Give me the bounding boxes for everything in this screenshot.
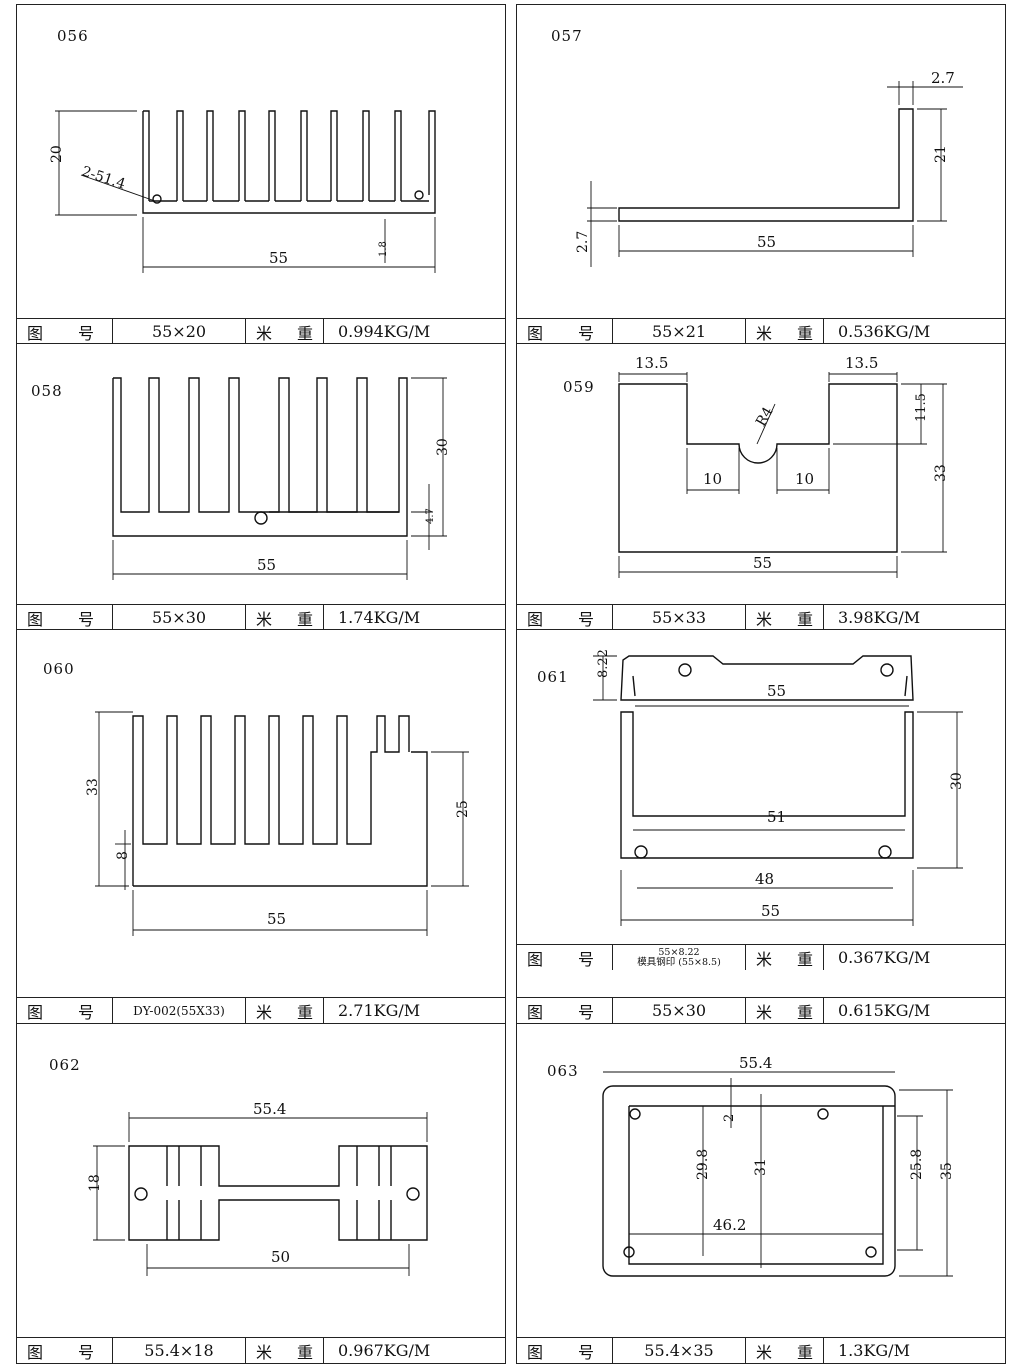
svg-text:4.7: 4.7: [425, 508, 436, 524]
svg-text:55: 55: [757, 233, 776, 251]
svg-text:8: 8: [115, 851, 131, 860]
svg-text:55: 55: [761, 902, 780, 920]
svg-text:10: 10: [795, 470, 814, 488]
model-size: 55×30: [613, 998, 746, 1023]
title-block: 图号 55×20 米重 0.994KG/M: [17, 318, 505, 344]
svg-text:18: 18: [87, 1174, 103, 1192]
svg-text:2: 2: [722, 1114, 737, 1122]
weight-value: 0.615KG/M: [838, 1001, 931, 1020]
panel-id: 057: [551, 27, 583, 45]
panel-id: 061: [537, 668, 569, 686]
svg-text:25: 25: [455, 800, 471, 818]
title-block: 图号 DY-002(55X33) 米重 2.71KG/M: [17, 997, 505, 1023]
panel-id: 058: [31, 382, 63, 400]
model-size: 55×20: [113, 319, 246, 344]
panel-id: 062: [49, 1056, 81, 1074]
profile-drawing-061: 8.22 55 51 30 48 55: [593, 649, 965, 926]
svg-text:50: 50: [271, 1248, 290, 1266]
svg-text:25.8: 25.8: [909, 1149, 925, 1180]
title-block: 图号 55×30 米重 0.615KG/M: [517, 997, 1005, 1023]
panel-id: 056: [57, 27, 89, 45]
weight-value: 1.3KG/M: [838, 1341, 910, 1360]
svg-text:21: 21: [933, 145, 949, 163]
svg-text:48: 48: [755, 870, 774, 888]
profile-drawing-062: 55.4 18 50: [87, 1100, 428, 1276]
svg-text:51: 51: [767, 808, 786, 826]
panel-063: 063 55.4 2 29.8 31 25.8 35 46.2 图号 55.4×…: [516, 1023, 1006, 1364]
profile-drawing-059: 13.5 13.5 10 10 11.5 33 55 R4: [618, 354, 949, 578]
model-size: 55×33: [613, 605, 746, 630]
panel-060: 060 33 8 25 55 图号 DY-002(55X33) 米重 2.71K…: [16, 629, 506, 1024]
svg-text:46.2: 46.2: [713, 1216, 746, 1234]
weight-value: 1.74KG/M: [338, 608, 421, 627]
weight-value: 0.994KG/M: [338, 322, 431, 341]
profile-drawing-058: 55 30 4.7: [112, 377, 451, 580]
weight-value: 3.98KG/M: [838, 608, 921, 627]
svg-text:30: 30: [949, 772, 965, 790]
panel-059: 059 13.5 13.5 10 10 11.5 33 55 R4 图号 55×…: [516, 343, 1006, 630]
panel-057: 057 2.7 55 21 2.7 图号 55×21 米重 0.536KG/M: [516, 4, 1006, 344]
panel-id: 060: [43, 660, 75, 678]
weight-value: 0.536KG/M: [838, 322, 931, 341]
model-size: 55.4×18: [113, 1338, 246, 1363]
model-size: 55×21: [613, 319, 746, 344]
svg-text:31: 31: [753, 1158, 769, 1176]
svg-text:55.4: 55.4: [739, 1054, 772, 1072]
title-block: 图号 55×33 米重 3.98KG/M: [517, 604, 1005, 630]
svg-text:55: 55: [753, 554, 772, 572]
title-block: 图号 55×30 米重 1.74KG/M: [17, 604, 505, 630]
svg-text:13.5: 13.5: [635, 354, 668, 372]
title-block: 图号 55.4×35 米重 1.3KG/M: [517, 1337, 1005, 1363]
panel-id: 063: [547, 1062, 579, 1080]
svg-text:55.4: 55.4: [253, 1100, 286, 1118]
profile-drawing-057: 2.7 55 21 2.7: [575, 69, 963, 267]
weight-value: 0.367KG/M: [838, 948, 931, 967]
profile-drawing-056: [55, 110, 436, 273]
profile-drawing-060: 33 8 25 55: [85, 711, 471, 936]
title-block: 图号 55×21 米重 0.536KG/M: [517, 318, 1005, 344]
panel-058: 058 55 30 4.7 图号 55×30 米重 1.74KG/M: [16, 343, 506, 630]
svg-text:29.8: 29.8: [695, 1149, 711, 1180]
panel-056: 056 20 55 1.8 2-51.4 图号: [16, 4, 506, 344]
svg-text:2.7: 2.7: [931, 69, 955, 87]
svg-text:11.5: 11.5: [914, 393, 929, 422]
svg-text:2.7: 2.7: [575, 231, 591, 253]
model-size: DY-002(55X33): [113, 998, 246, 1023]
svg-text:35: 35: [939, 1162, 955, 1180]
svg-text:55: 55: [257, 556, 276, 574]
weight-value: 2.71KG/M: [338, 1001, 421, 1020]
svg-text:30: 30: [435, 438, 451, 456]
weight-value: 0.967KG/M: [338, 1341, 431, 1360]
model-size: 55.4×35: [613, 1338, 746, 1363]
svg-text:10: 10: [703, 470, 722, 488]
svg-text:33: 33: [85, 778, 101, 796]
profile-drawing-063: 55.4 2 29.8 31 25.8 35 46.2: [602, 1054, 955, 1277]
title-block: 图号 55.4×18 米重 0.967KG/M: [17, 1337, 505, 1363]
svg-text:55: 55: [767, 682, 786, 700]
svg-text:55: 55: [267, 910, 286, 928]
panel-id: 059: [563, 378, 595, 396]
panel-062: 062 55.4 18 50 图号 55.4×18 米重 0.967KG/M: [16, 1023, 506, 1364]
model-size: 55×30: [113, 605, 246, 630]
svg-text:8.22: 8.22: [596, 649, 611, 678]
svg-text:13.5: 13.5: [845, 354, 878, 372]
svg-text:33: 33: [933, 464, 949, 482]
